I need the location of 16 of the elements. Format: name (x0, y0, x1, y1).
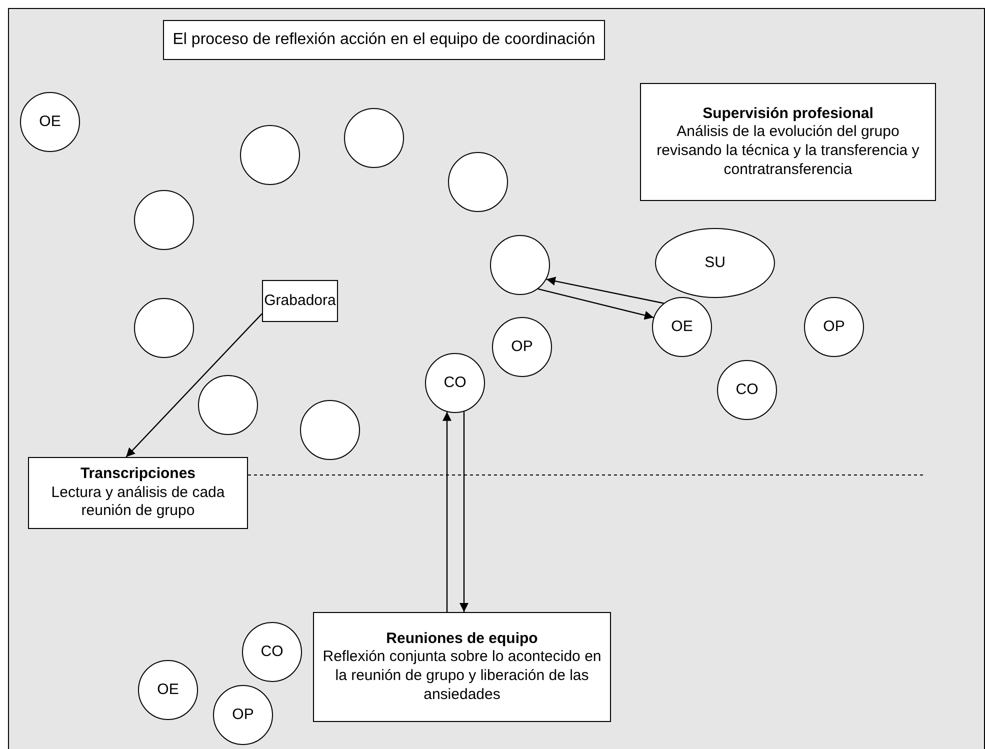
text-box (313, 612, 611, 722)
arrow (126, 313, 262, 458)
label-box: Grabadora (262, 280, 338, 322)
box-heading: Transcripciones (80, 464, 196, 484)
box-description: Análisis de la evolución del grupo revisando la técnica y la transferencia y contratransferencia (656, 123, 920, 180)
arrow (546, 276, 664, 304)
arrow (442, 412, 452, 612)
box-heading: Supervisión profesional (702, 104, 874, 124)
arrow (460, 412, 468, 612)
title: El proceso de reflexión acción en el equipo de coordinación (163, 20, 605, 60)
box-description: Lectura y análisis de cada reunión de grupo (50, 484, 226, 522)
arrow (538, 288, 654, 320)
text-box (640, 83, 936, 201)
box-heading: Reuniones de equipo (386, 630, 538, 648)
box-description: Reflexión conjunta sobre lo acontecido en la reunión de grupo y liberación de las ansiedades (322, 648, 602, 704)
text-box (28, 457, 248, 529)
